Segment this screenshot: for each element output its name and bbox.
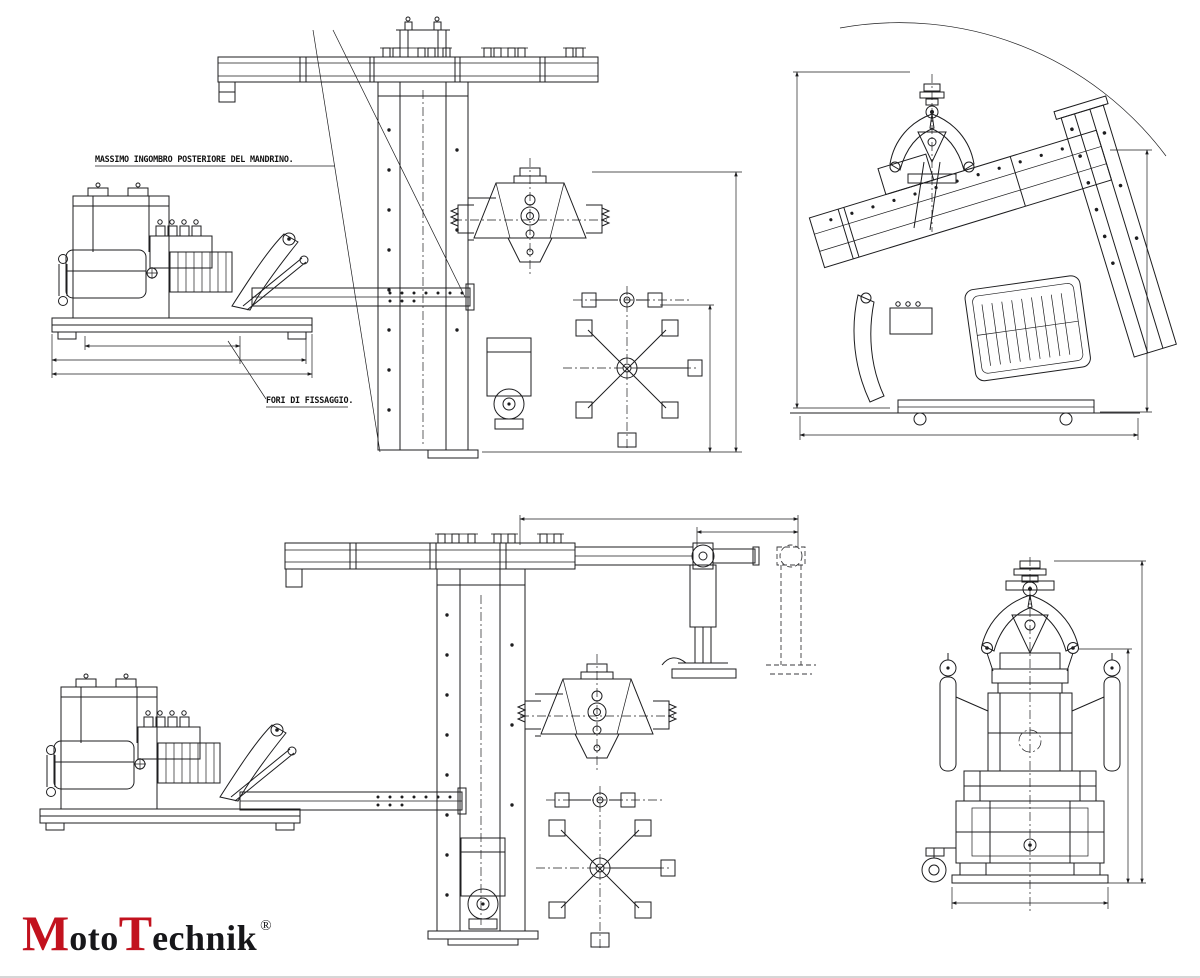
dimension-lines-top [519,515,799,547]
mast-column [377,81,479,459]
annotation-max-rear-overhang: MASSIMO INGOMBRO POSTERIORE DEL MANDRINO… [95,154,294,164]
spindle-head [449,158,611,274]
beam-bolts [437,533,562,544]
boom-arm [239,787,467,815]
power-unit-side [51,182,313,340]
side-cylinders [939,653,1121,772]
tilted-body [808,95,1177,358]
mast-column [427,568,539,946]
dimension-lines [793,71,1152,440]
power-unit-side [39,673,301,831]
engine-box [964,275,1091,382]
swing-arc [839,22,1167,157]
stand-leg-ghost [766,544,816,675]
annotations: MASSIMO INGOMBRO POSTERIORE DEL MANDRINO… [95,154,353,408]
mast-top [396,16,450,58]
projection-lines [312,29,466,453]
lift-arm [853,292,933,403]
overhead-beam [284,533,576,588]
tool-turret [536,786,676,950]
view-front-elevation [921,557,1146,913]
logo-text-oto: oto [69,918,119,958]
registered-mark: ® [260,918,272,934]
boom-arm [251,283,475,311]
side-wheel [921,847,956,883]
logo-text-echnik: echnik [152,918,258,958]
view-tilted-position [790,22,1177,440]
spindle-head [516,654,678,770]
stand-leg [661,564,737,679]
tool-turret [563,286,703,450]
extension-arm [574,542,760,570]
beam-bolts [382,47,584,58]
dimension-lines [51,171,742,453]
view-side-extended-stand [39,515,816,950]
gearbox-pulley [486,337,532,430]
grapple-head [889,74,975,232]
sheet-bottom-border [0,976,1200,978]
logo-letter-t: T [118,905,153,961]
dimension-lines [951,560,1146,909]
view-side-elevation: MASSIMO INGOMBRO POSTERIORE DEL MANDRINO… [51,16,742,459]
grapple-head-front [981,560,1079,672]
base-skid [790,399,1140,426]
gearbox-pulley [460,837,506,930]
annotation-fixing-holes: FORI DI FISSAGGIO. [266,395,353,405]
logo-letter-m: M [22,905,70,961]
frame-front [951,770,1109,884]
